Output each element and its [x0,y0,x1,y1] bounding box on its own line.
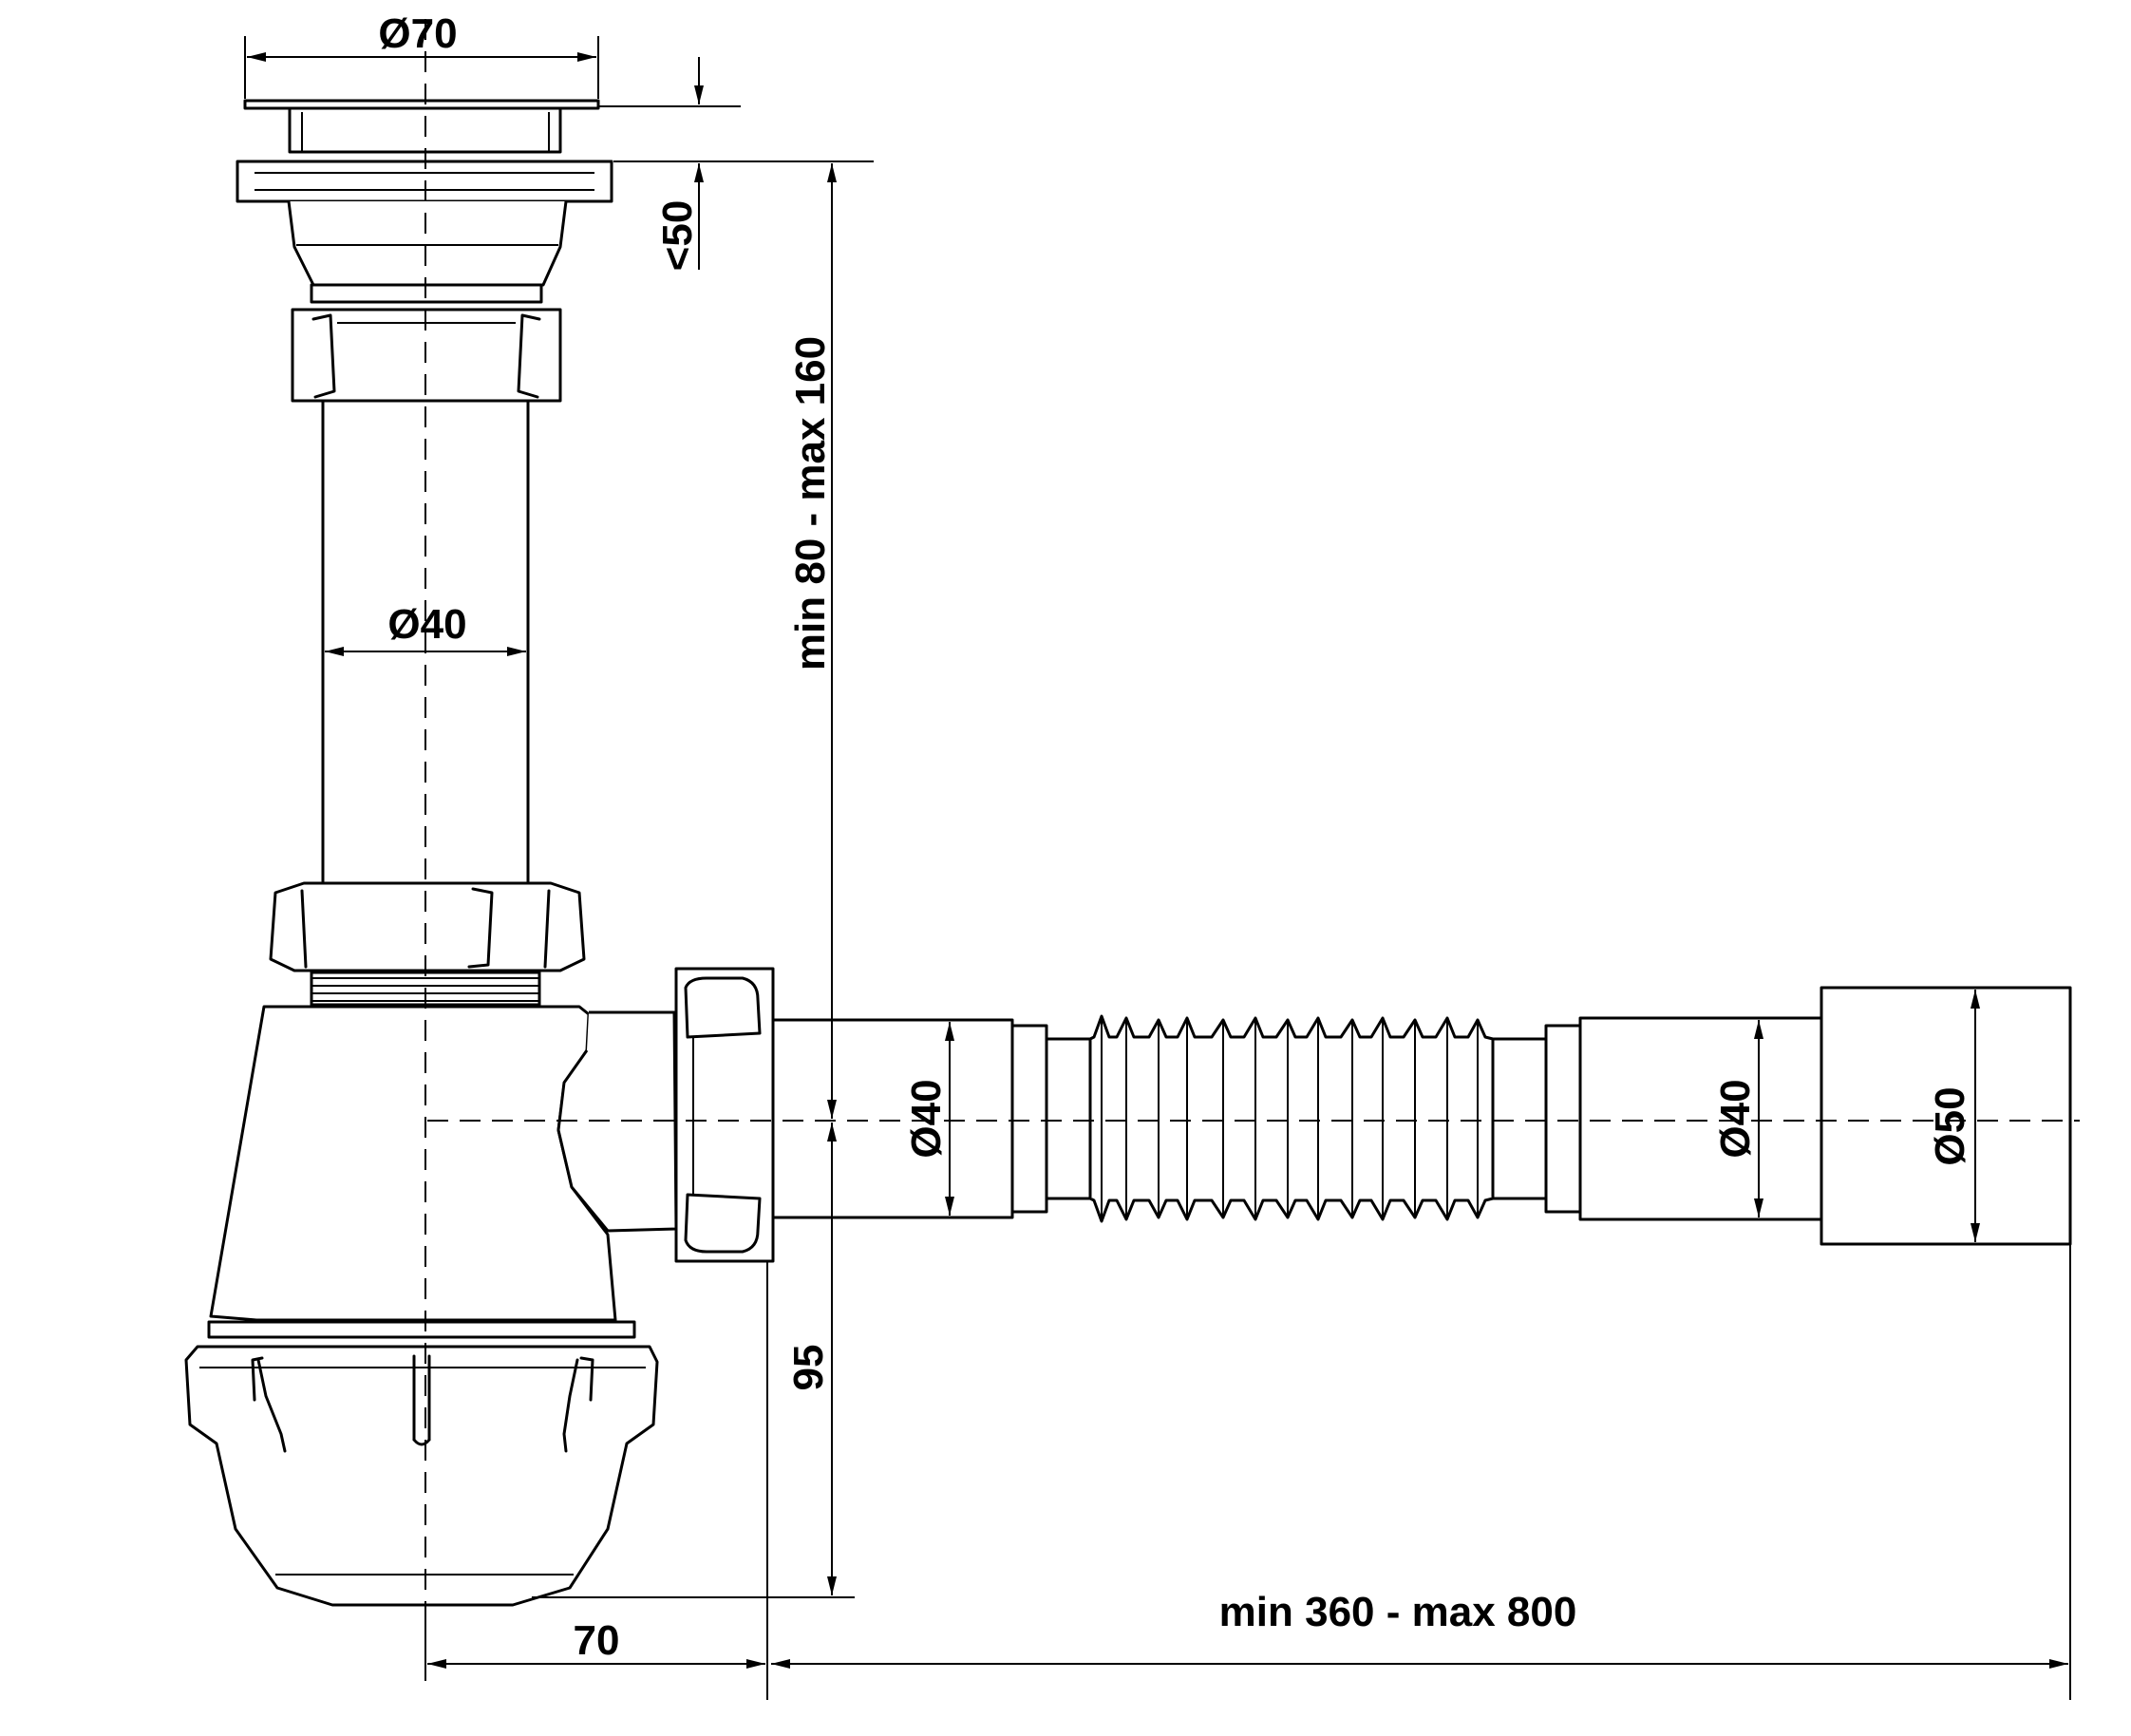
outlet-end [1491,986,2072,1246]
outlet-end-diameter-label: Ø50 [1927,1086,1973,1165]
vertical-pipe [321,399,530,883]
dimension-lines [244,36,2071,1700]
pipe-diameter-label: Ø40 [387,601,466,648]
vertical-range-label: min 80 - max 160 [787,336,834,670]
outlet-left-diameter-label: Ø40 [903,1079,950,1158]
outlet-pipe [771,1018,1092,1219]
offset-label: 70 [574,1617,620,1664]
drain-grate [236,99,613,304]
union-nut [674,967,775,1263]
outlet-right-diameter-label: Ø40 [1712,1079,1759,1158]
trap-height-label: 95 [785,1345,832,1391]
trap-body [209,1005,678,1322]
bottom-cup [184,1320,659,1607]
horizontal-range-label: min 360 - max 800 [1219,1589,1577,1635]
corrugated-hose [1088,1014,1495,1223]
flange-height-label: <50 [654,200,701,272]
top-diameter-label: Ø70 [378,10,457,57]
lower-nut [269,881,586,972]
center-axes [424,19,2080,1671]
